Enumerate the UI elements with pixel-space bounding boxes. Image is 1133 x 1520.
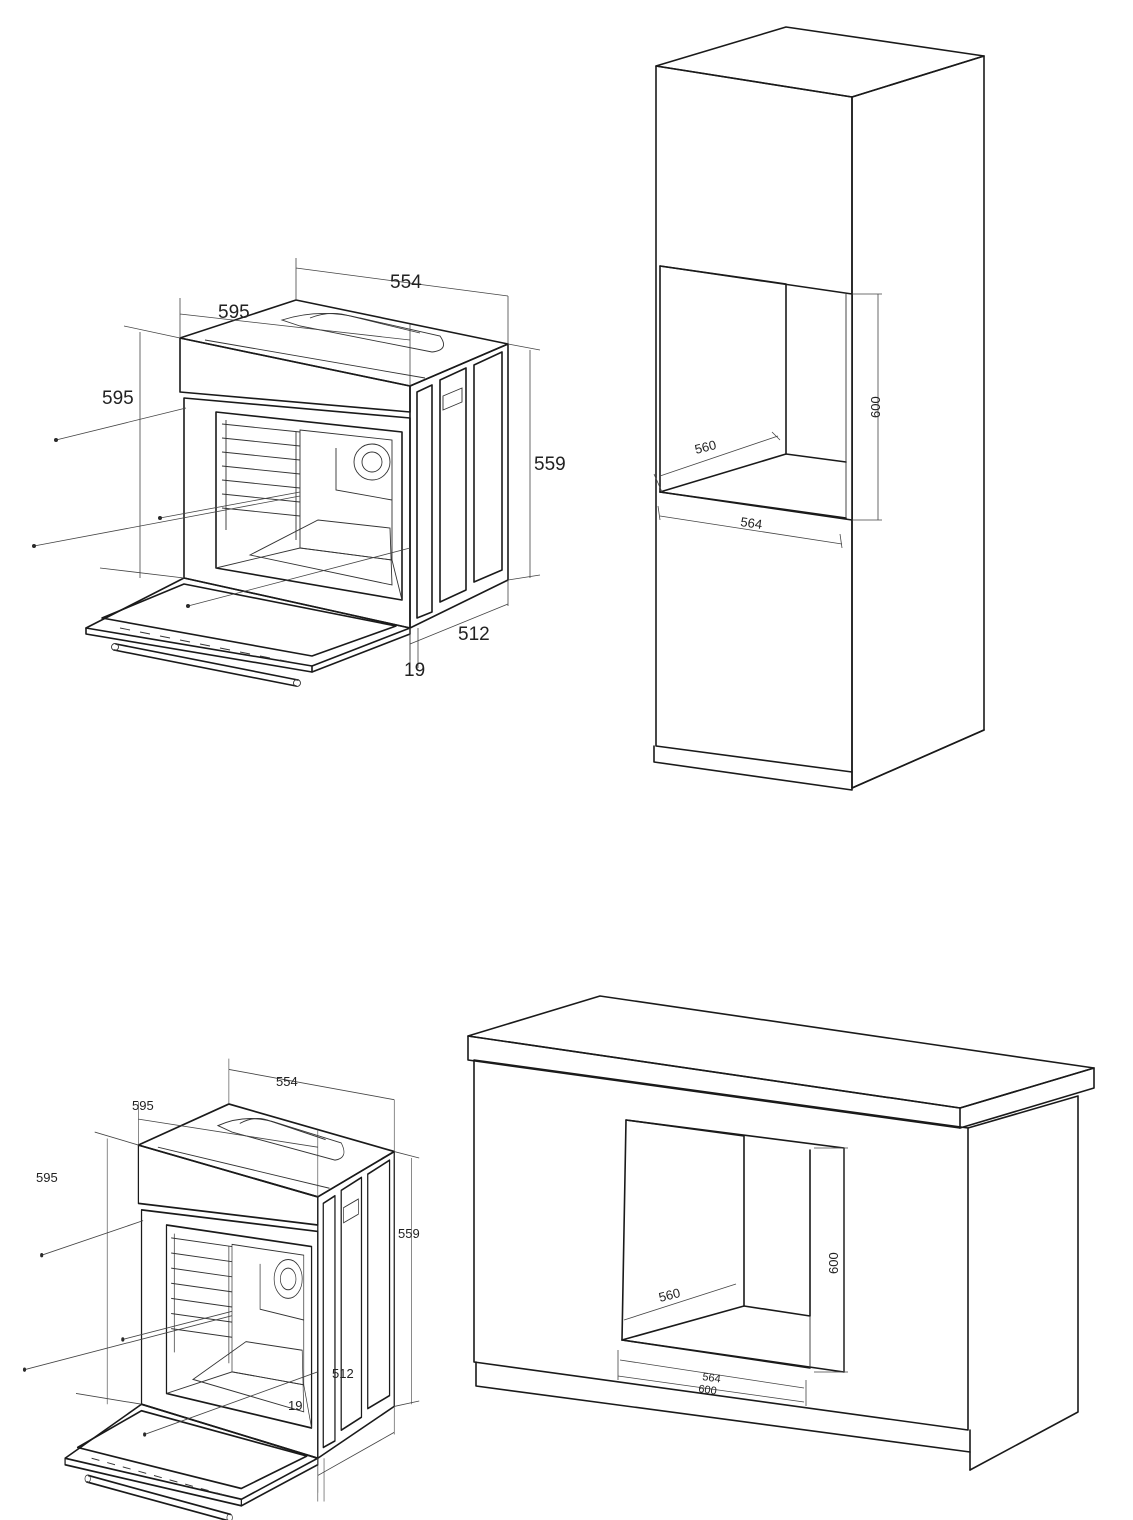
top-oven-front-width-label: 595: [218, 302, 250, 323]
bottom-oven-panel-label: 19: [288, 1398, 302, 1413]
top-niche-front-width-label: 564: [740, 514, 764, 532]
top-niche-width-label: 560: [693, 437, 718, 457]
bottom-niche-front-width-label: 564: [702, 1371, 722, 1385]
bottom-oven-height-label: 559: [398, 1226, 420, 1241]
bottom-base-cabinet: [467, 995, 1095, 1471]
bottom-oven-front-width-label: 595: [132, 1098, 154, 1113]
bottom-oven-depth-label: 512: [332, 1366, 354, 1381]
top-oven-drawing: [31, 257, 541, 688]
bottom-oven-drawing: [22, 1057, 421, 1520]
bottom-niche-total-width-label: 600: [698, 1383, 718, 1397]
top-oven-height-label: 559: [534, 454, 566, 475]
top-niche-height-label: 600: [868, 396, 883, 418]
top-oven-depth-label: 512: [458, 624, 490, 645]
bottom-niche-height-label: 600: [826, 1252, 841, 1274]
bottom-oven-front-height-label: 595: [36, 1170, 58, 1185]
top-tall-cabinet: [653, 26, 985, 791]
top-oven-width-label: 554: [390, 272, 422, 293]
top-oven-panel-label: 19: [404, 660, 425, 681]
top-oven-front-height-label: 595: [102, 388, 134, 409]
bottom-oven-width-label: 554: [276, 1074, 298, 1089]
bottom-niche-width-label: 560: [657, 1285, 682, 1305]
